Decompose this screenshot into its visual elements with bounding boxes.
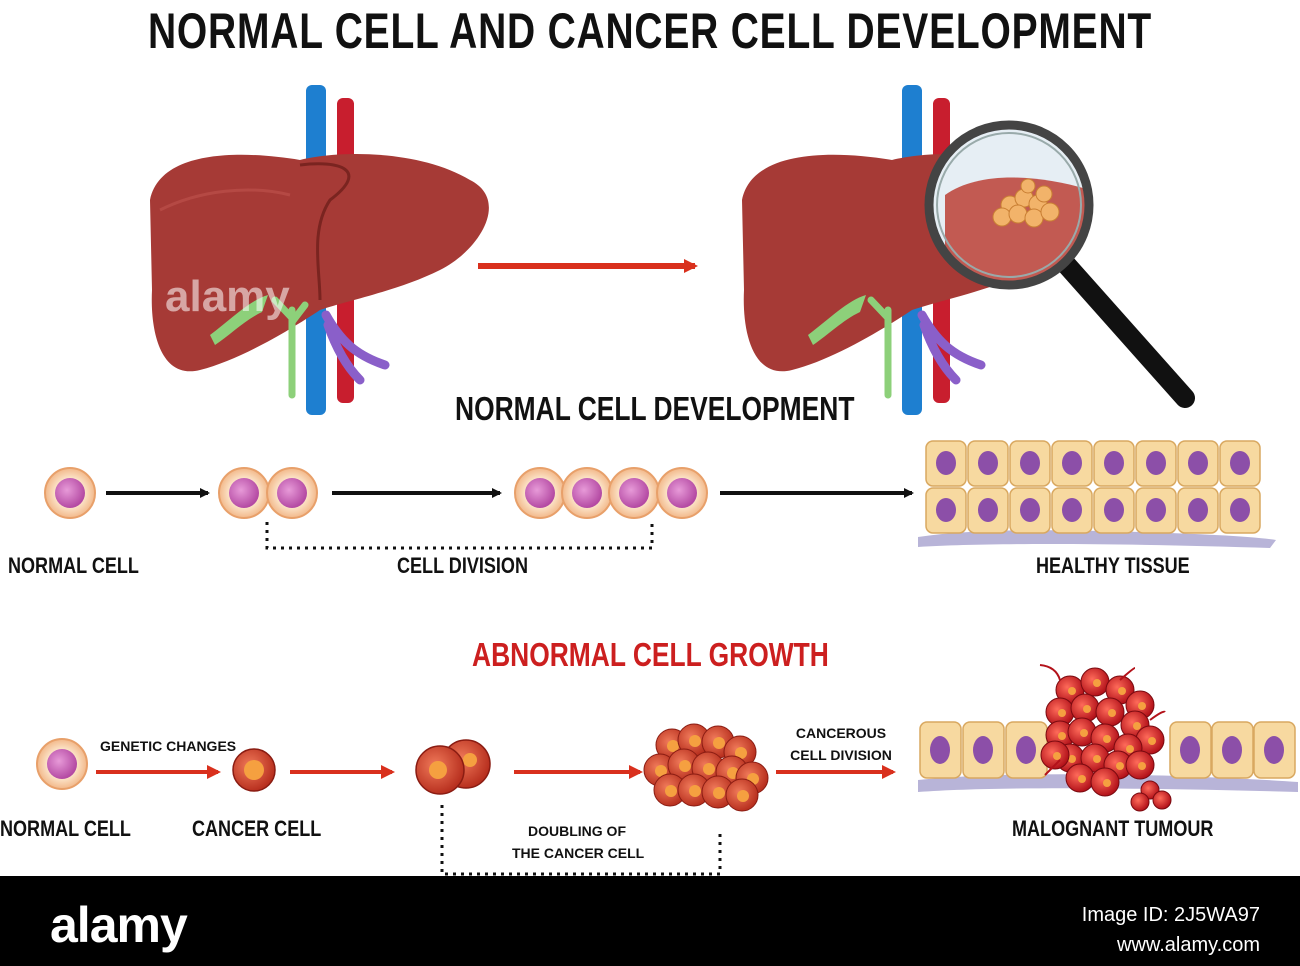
label-cell-division: CELL DIVISION	[397, 553, 528, 579]
tissue-cell	[1220, 488, 1260, 533]
watermark-text-2: alamy	[1175, 290, 1300, 340]
tissue-cell	[1006, 722, 1047, 778]
tissue-cell	[963, 722, 1004, 778]
tissue-cell	[1052, 441, 1092, 486]
tissue-cell	[1136, 488, 1176, 533]
tissue-cell	[1094, 488, 1134, 533]
tissue-cell	[1136, 441, 1176, 486]
tissue-cell	[1052, 488, 1092, 533]
tissue-cell	[920, 722, 961, 778]
liver-normal	[150, 85, 489, 415]
label-cancerous-line2: CELL DIVISION	[786, 744, 896, 766]
label-genetic-changes: GENETIC CHANGES	[100, 735, 212, 757]
tissue-cell	[1170, 722, 1211, 778]
banner-site: www.alamy.com	[1082, 930, 1260, 960]
tissue-cell	[1220, 441, 1260, 486]
tissue-cell	[1212, 722, 1253, 778]
abnormal-section-heading: ABNORMAL CELL GROWTH	[472, 636, 829, 674]
label-normal-cell: NORMAL CELL	[8, 553, 139, 579]
healthy-tissue-graphic	[918, 441, 1276, 548]
dividing-cells-two	[219, 468, 317, 518]
normal-cells-row	[45, 468, 912, 548]
watermark-text-1: alamy	[165, 272, 290, 322]
tissue-cell	[1254, 722, 1295, 778]
tissue-cell	[926, 441, 966, 486]
label-malignant-tumour: MALOGNANT TUMOUR	[1012, 816, 1213, 842]
tissue-cell	[1178, 441, 1218, 486]
cancer-cell-single	[233, 749, 275, 791]
label-abnormal-normal-cell: NORMAL CELL	[0, 816, 131, 842]
label-cancerous-line1: CANCEROUS	[786, 722, 896, 744]
tissue-cell	[968, 488, 1008, 533]
label-doubling-line2: THE CANCER CELL	[512, 842, 642, 864]
cancer-cell-cluster	[644, 724, 768, 811]
abnormal-normal-cell	[37, 739, 87, 789]
dividing-cells-four	[515, 468, 707, 518]
tumour-mass	[1040, 665, 1171, 811]
malignant-tumour-graphic	[918, 665, 1298, 811]
tissue-cell	[1094, 441, 1134, 486]
tissue-cell	[968, 441, 1008, 486]
label-doubling-line1: DOUBLING OF	[512, 820, 642, 842]
label-cancer-cell: CANCER CELL	[192, 816, 321, 842]
label-doubling: DOUBLING OF THE CANCER CELL	[512, 820, 642, 864]
page-title: NORMAL CELL AND CANCER CELL DEVELOPMENT	[143, 2, 1157, 60]
cell-division-bracket	[267, 522, 652, 548]
banner-image-id: Image ID: 2J5WA97	[1082, 900, 1260, 930]
banner-info: Image ID: 2J5WA97 www.alamy.com	[1082, 900, 1260, 960]
tissue-cell	[926, 488, 966, 533]
normal-section-heading: NORMAL CELL DEVELOPMENT	[455, 390, 854, 428]
tissue-cell	[1178, 488, 1218, 533]
tissue-cell	[1010, 441, 1050, 486]
tissue-cell	[1010, 488, 1050, 533]
banner-logo: alamy	[50, 896, 187, 954]
cancer-cell-doubling	[416, 740, 490, 794]
label-cancerous-division: CANCEROUS CELL DIVISION	[786, 722, 896, 766]
label-healthy-tissue: HEALTHY TISSUE	[1036, 553, 1190, 579]
normal-cell-single	[45, 468, 95, 518]
